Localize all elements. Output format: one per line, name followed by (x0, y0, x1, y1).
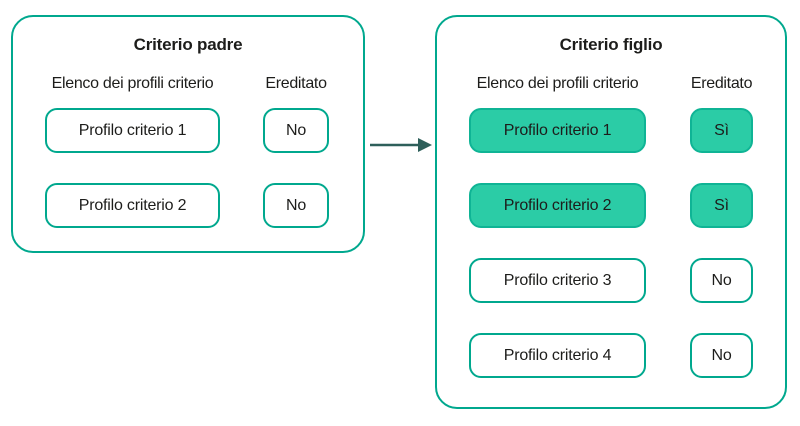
child-column-headers: Elenco dei profili criterio Ereditato (469, 75, 785, 93)
parent-profile-2-box: Profilo criterio 2 (45, 183, 220, 228)
right-arrow-icon (370, 138, 432, 152)
child-profile-2-box: Profilo criterio 2 (469, 183, 646, 228)
parent-criterion-panel: Criterio padre Elenco dei profili criter… (11, 15, 365, 253)
child-panel-title: Criterio figlio (559, 35, 663, 54)
parent-profile-2-inherited-badge: No (263, 183, 329, 228)
child-profiles-column-header: Elenco dei profili criterio (476, 75, 639, 92)
child-profile-4-inherited-badge: No (690, 333, 753, 378)
parent-profiles-column-header: Elenco dei profili criterio (51, 75, 214, 92)
child-profile-4-box: Profilo criterio 4 (469, 333, 646, 378)
parent-inherited-column-header: Ereditato (265, 75, 327, 92)
parent-profile-1-inherited-badge: No (263, 108, 329, 153)
child-profile-3-box: Profilo criterio 3 (469, 258, 646, 303)
parent-rows: Profilo criterio 1 No Profilo criterio 2… (45, 108, 363, 228)
child-profile-1-inherited-badge: Sì (690, 108, 753, 153)
child-profile-1-box: Profilo criterio 1 (469, 108, 646, 153)
child-profile-2-inherited-badge: Sì (690, 183, 753, 228)
parent-profile-1-box: Profilo criterio 1 (45, 108, 220, 153)
parent-column-headers: Elenco dei profili criterio Ereditato (45, 75, 363, 93)
parent-panel-title: Criterio padre (133, 35, 243, 54)
child-criterion-panel: Criterio figlio Elenco dei profili crite… (435, 15, 787, 409)
child-rows: Profilo criterio 1 Sì Profilo criterio 2… (469, 108, 785, 378)
child-profile-3-inherited-badge: No (690, 258, 753, 303)
child-inherited-column-header: Ereditato (690, 75, 753, 92)
